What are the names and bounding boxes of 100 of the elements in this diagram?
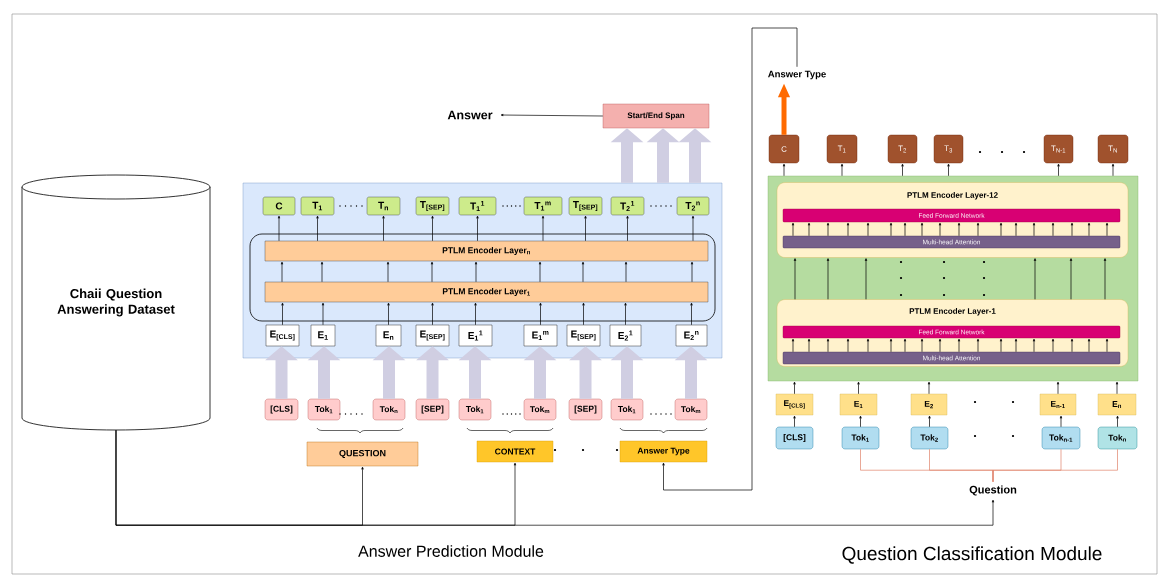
arrow [846,338,850,353]
arrow [793,381,796,395]
output-label: Answer [447,110,493,120]
output-box: C [262,196,296,216]
arrow [927,381,931,395]
arrow [1032,338,1036,353]
arrow [857,381,860,395]
arrow [1070,338,1074,353]
token-box: Tok$_{n}$ [372,398,406,421]
arrow [791,338,795,353]
arrow [793,258,797,300]
rounded-frame [249,233,716,322]
arrow [807,222,811,237]
arrow [581,261,585,283]
arrow [859,415,862,428]
input-box: Answer Type [619,440,708,463]
arrow [999,338,1003,353]
arrow [1059,415,1063,428]
arrow [691,215,695,242]
token-box: Tok$_{n}$ [1097,426,1138,450]
token-box: Tok$_{1}$ [841,426,880,450]
arrow [539,302,542,326]
embedding-box: E$_{[SEP]}$ [415,324,450,347]
arrow [1087,222,1091,237]
arrow [903,338,907,353]
arrow [1051,338,1055,353]
output-box: C [768,134,800,164]
arrow [1033,258,1037,300]
token-box: Tok$_{1}$ [458,398,492,421]
arrow [1057,163,1060,177]
arrow [281,302,284,326]
arrow [938,222,942,237]
arrow [474,261,478,283]
output-box: T$_{N}$ [1097,134,1129,164]
arrow [947,163,950,177]
input-box: CONTEXT [476,440,554,463]
arrow [846,222,850,237]
arrow [864,258,868,300]
output-box: Start/End Span [602,103,710,129]
arrow [1014,338,1018,353]
arrow [431,215,434,242]
arrow [1070,222,1074,237]
arrow [624,302,627,326]
arrow [1105,338,1109,353]
arrow [903,222,907,237]
arrow [626,215,629,242]
token-box: [CLS] [775,426,814,450]
output-box: T$_{2}$ [887,134,918,164]
arrow [957,222,961,237]
embedding-box: E$_{n-1}$ [1039,393,1077,416]
arrow [1103,258,1107,300]
output-box: T$_{3}$ [933,134,964,164]
encoder-layer: PTLM Encoder Layer$_{1}$ [264,281,709,303]
output-box: T$_{[SEP]}$ [568,196,603,216]
embedding-box: E$_{1}$ [310,324,336,347]
arrow [976,338,980,353]
embedding-box: E$_{[CLS]}$ [775,393,814,416]
arrow [826,222,830,237]
embedding-box: E$_{n}$ [1097,393,1137,416]
embedding-box: E$_{2}$ [910,393,948,416]
arrow [1014,222,1018,237]
arrow [584,215,587,242]
embedding-box: E$_{1}$ [839,393,878,416]
arrow [976,222,980,237]
arrow [538,261,542,283]
arrow [1115,381,1119,395]
arrow [1105,222,1109,237]
arrow [541,215,545,242]
arrow [277,215,281,242]
token-box: [SEP] [568,398,603,421]
arrow [999,222,1003,237]
token-box: [SEP] [415,398,450,421]
arrow [382,215,385,242]
arrow [476,215,479,242]
arrow [1051,222,1055,237]
token-box: Tok$_{1}$ [307,398,341,421]
arrow [474,302,477,326]
output-box: T$_{1}$ [300,196,335,216]
arrow [320,261,324,283]
arrow [889,338,893,353]
arrow [115,429,995,526]
arrow [866,222,870,237]
arrow [782,163,786,177]
arrow [791,222,795,237]
arrow [321,302,325,326]
arrow [690,302,693,326]
module-caption: Answer Prediction Module [358,545,544,557]
output-box: T$_{n}$ [366,196,401,216]
arrow [1087,338,1091,353]
embedding-box: E$_{[SEP]}$ [566,324,601,347]
arrow [826,258,830,300]
arrow [624,261,628,283]
token-box: Tok$_{1}$ [610,398,644,421]
arrow [1116,415,1119,428]
arrow [807,338,811,353]
arrow [316,215,319,242]
token-box: Tok$_{m}$ [523,398,557,421]
arrow [840,163,844,177]
encoder-layer: PTLM Encoder Layer$_{n}$ [264,240,709,262]
arrow [920,338,924,353]
